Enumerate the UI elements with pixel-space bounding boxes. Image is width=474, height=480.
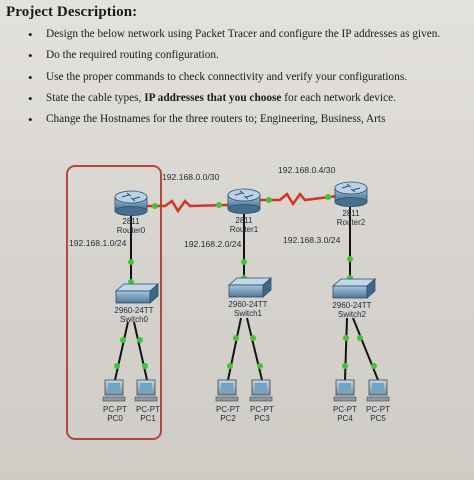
link-dot <box>120 337 126 343</box>
link-dot <box>343 335 349 341</box>
link-dot <box>233 335 239 341</box>
link-dot <box>342 363 348 369</box>
link-dot <box>142 363 148 369</box>
bullet-item: Design the below network using Packet Tr… <box>26 28 466 41</box>
link-label-r0-r1: 192.168.0.0/30 <box>162 172 220 182</box>
cable-sw1-pc3 <box>246 317 263 381</box>
pc-1[interactable] <box>134 379 158 402</box>
pc-1-name: PC1 <box>140 414 156 423</box>
link-dot <box>137 337 143 343</box>
pc-0-name: PC0 <box>107 414 123 423</box>
link-dot <box>114 363 120 369</box>
link-dot <box>250 335 256 341</box>
router-0-name: Router0 <box>117 226 146 235</box>
pc-4-name: PC4 <box>337 414 353 423</box>
pc-2-name: PC2 <box>220 414 236 423</box>
page-title: Project Description: <box>6 4 138 20</box>
cable-sw1-pc2 <box>227 317 242 381</box>
bullet-text: Design the below network using Packet Tr… <box>46 28 441 40</box>
pc-0[interactable] <box>102 379 126 402</box>
bullet-list: Design the below network using Packet Tr… <box>26 28 466 134</box>
pc-5[interactable] <box>366 379 390 402</box>
pc-2[interactable] <box>215 379 239 402</box>
cable-sw2-pc4 <box>344 317 348 381</box>
cable-sw0-pc1 <box>133 321 148 381</box>
link-dot <box>227 363 233 369</box>
bullet-item: Do the required routing configuration. <box>26 49 466 62</box>
bullet-text: Do the required routing configuration. <box>46 49 219 62</box>
router-2-model: 2811 <box>342 209 360 218</box>
pc-0-type: PC-PT <box>103 405 127 414</box>
pc-3-type: PC-PT <box>250 405 274 414</box>
link-dot <box>128 279 134 285</box>
bullet-text-post: for each network device. <box>281 91 396 104</box>
cable-sw0-pc0 <box>114 321 129 381</box>
pc-4-type: PC-PT <box>333 405 357 414</box>
switch-0-model: 2960-24TT <box>114 306 153 315</box>
link-dot <box>371 363 377 369</box>
pc-1-type: PC-PT <box>136 405 160 414</box>
switch-1[interactable] <box>227 277 273 298</box>
router-0[interactable] <box>114 190 148 216</box>
router-icon <box>334 181 368 195</box>
pc-3[interactable] <box>249 379 273 402</box>
router-icon <box>227 188 261 202</box>
switch-2[interactable] <box>331 278 377 299</box>
bullet-item: Change the Hostnames for the three route… <box>26 113 466 126</box>
pc-5-type: PC-PT <box>366 405 390 414</box>
link-dot <box>128 259 134 265</box>
link-dot <box>266 197 272 203</box>
router-2[interactable] <box>334 181 368 207</box>
switch-2-model: 2960-24TT <box>332 301 371 310</box>
link-dot <box>257 363 263 369</box>
cable-sw2-pc5 <box>352 317 379 381</box>
switch-2-name: Switch2 <box>338 310 367 319</box>
pc-5-name: PC5 <box>370 414 386 423</box>
bullet-text: Use the proper commands to check connect… <box>46 70 408 83</box>
bullet-text: Change the Hostnames for the three route… <box>46 113 386 126</box>
router-1[interactable] <box>227 188 261 214</box>
link-label-r1-r2: 192.168.0.4/30 <box>278 165 336 175</box>
lan-label-1: 192.168.2.0/24 <box>184 239 242 249</box>
pc-4[interactable] <box>333 379 357 402</box>
serial-link-r0-r1 <box>142 199 229 214</box>
serial-link-r1-r2 <box>260 191 338 207</box>
lan-label-2: 192.168.3.0/24 <box>283 235 341 245</box>
link-dot <box>152 203 158 209</box>
pc-2-type: PC-PT <box>216 405 240 414</box>
link-dot <box>241 259 247 265</box>
bullet-text-pre: State the cable types, <box>46 91 145 104</box>
switch-1-name: Switch1 <box>234 309 263 318</box>
router-icon <box>114 190 148 204</box>
router-1-model: 2811 <box>235 216 253 225</box>
router-0-model: 2811 <box>122 217 140 226</box>
bullet-item: State the cable types, IP addresses that… <box>26 92 466 105</box>
lan-label-0: 192.168.1.0/24 <box>69 238 127 248</box>
link-dot <box>347 256 353 262</box>
switch-0[interactable] <box>114 283 160 304</box>
link-dot <box>216 202 222 208</box>
highlight-box <box>66 165 162 440</box>
bullet-item: Use the proper commands to check connect… <box>26 71 466 84</box>
router-1-name: Router1 <box>230 225 259 234</box>
switch-0-name: Switch0 <box>120 315 149 324</box>
link-dot <box>325 194 331 200</box>
switch-1-model: 2960-24TT <box>228 300 267 309</box>
pc-3-name: PC3 <box>254 414 270 423</box>
bullet-text-bold: IP addresses that you choose <box>144 91 282 104</box>
router-2-name: Router2 <box>337 218 366 227</box>
link-dot <box>357 335 363 341</box>
